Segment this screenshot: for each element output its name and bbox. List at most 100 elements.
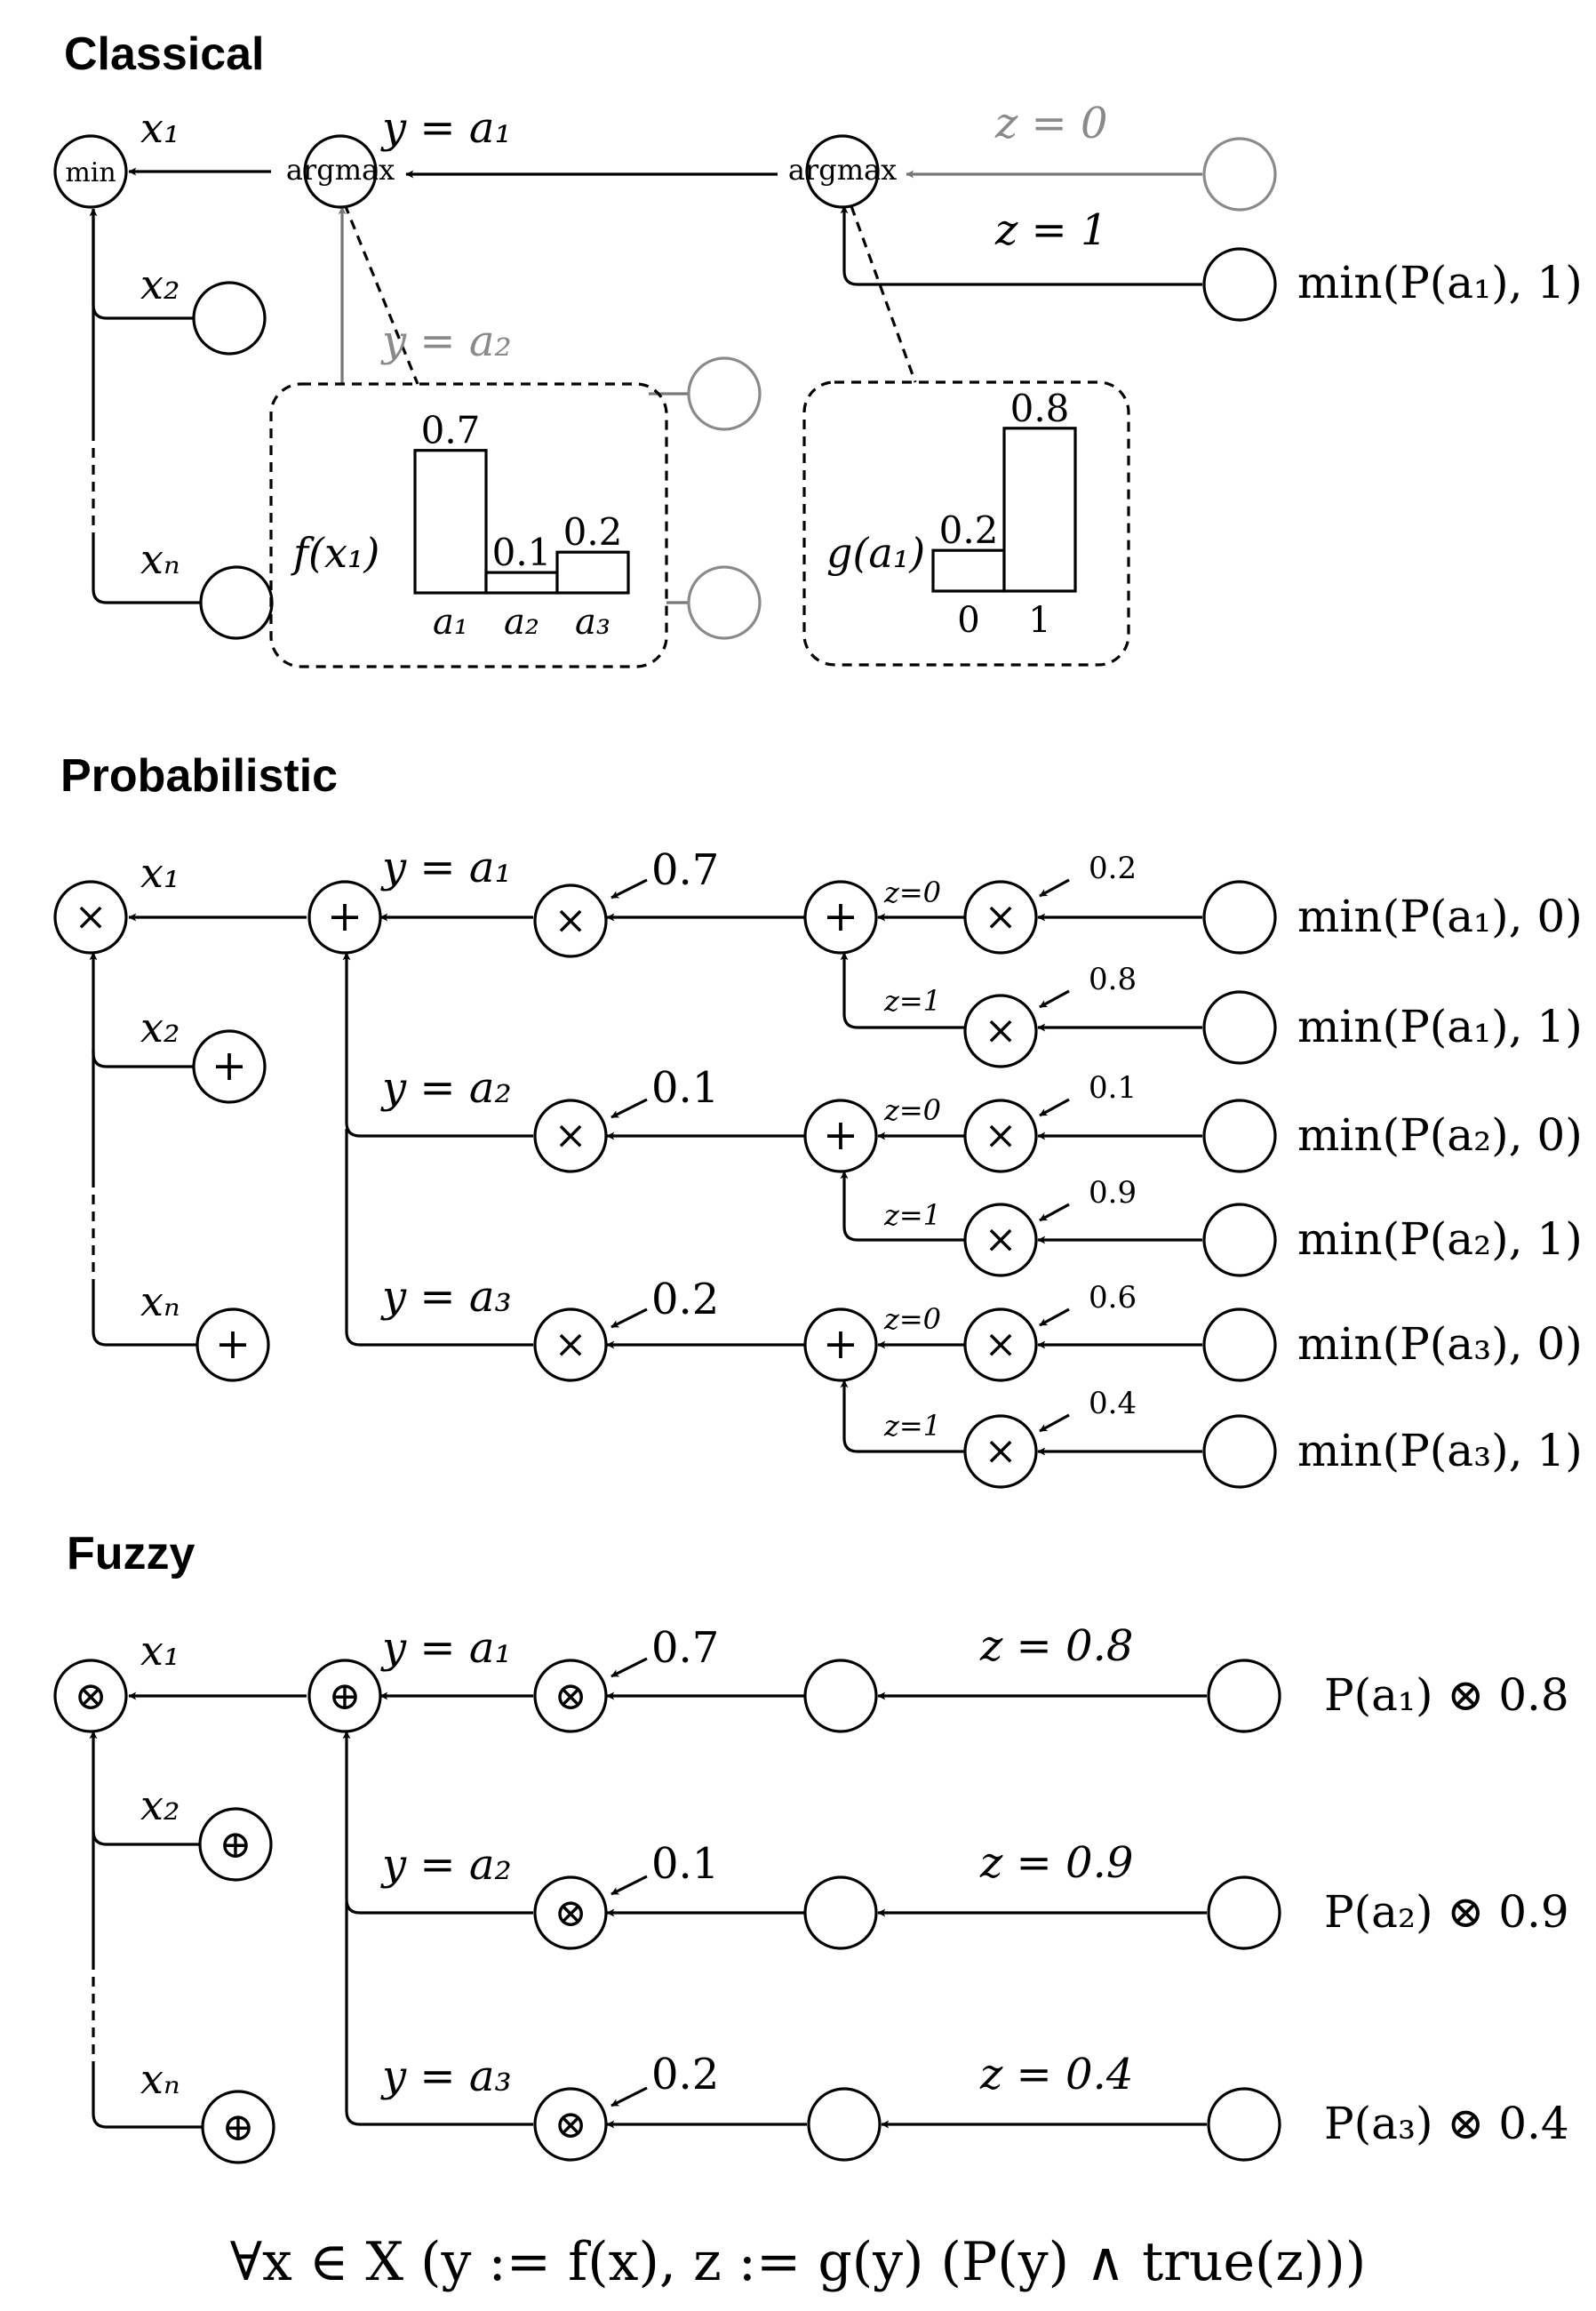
prob-zprob-4: 0.9 — [1089, 1175, 1137, 1211]
fuzzy-leaf-1 — [1207, 1659, 1281, 1733]
section-title-classical: Classical — [64, 28, 265, 80]
prob-times-a3 — [533, 1307, 608, 1382]
leaf-node-gray-z0 — [1202, 137, 1277, 212]
prob-leaf-5 — [1202, 1307, 1277, 1382]
link-g-box — [850, 205, 917, 383]
fuzzy-z-label-1: z = 0.8 — [979, 1621, 1133, 1671]
prob-output-6: min(P(a₃), 1) — [1297, 1425, 1583, 1476]
f-category-label-3: a₃ — [575, 602, 610, 643]
fuzzy-xn-oplus — [201, 2090, 275, 2164]
prob-times-a1-z0 — [963, 880, 1038, 955]
fuzzy-otimes-a3 — [533, 2087, 608, 2162]
prob-zprob-5: 0.6 — [1089, 1280, 1137, 1315]
fuzzy-weight-arrow-1 — [610, 1657, 648, 1678]
prob-times-a1-z1-symbol: × — [985, 1008, 1017, 1053]
fuzzy-leaf-3 — [1207, 2087, 1281, 2162]
prob-zlabel-5: z=0 — [883, 1302, 941, 1336]
g-bar-chart: 0.200.81 — [931, 387, 1077, 641]
prob-times-a3-z1-symbol: × — [985, 1428, 1017, 1474]
fuzzy-x2-label: x₂ — [140, 1781, 180, 1829]
fuzzy-z-node-3 — [807, 2087, 882, 2162]
prob-edge-z1b — [840, 1171, 964, 1242]
argmax-node-2 — [805, 134, 880, 209]
prob-times-a3-z0 — [963, 1307, 1038, 1382]
g-bar-value-label-1: 0.2 — [939, 508, 999, 552]
argmax-node-1-label: argmax — [286, 153, 395, 187]
leaf-node-z1 — [1202, 247, 1277, 322]
fuzzy-weight-arrow-2 — [610, 1875, 648, 1896]
fuzzy-otimes-a3-symbol: ⊗ — [555, 2102, 587, 2147]
prob-edge-t2-to-plus — [342, 952, 533, 1138]
fuzzy-otimes-a2 — [533, 1875, 608, 1950]
prob-zprob-1: 0.2 — [1089, 851, 1137, 886]
f-category-label-1: a₁ — [433, 602, 468, 643]
prob-times-a3-z1 — [963, 1414, 1038, 1489]
prob-plus-y-symbol: + — [327, 892, 363, 941]
prob-times-a2-z1 — [963, 1203, 1038, 1277]
prob-plus-z-a3 — [803, 1307, 878, 1382]
prob-output-5: min(P(a₃), 0) — [1297, 1318, 1583, 1370]
g-category-label-2: 1 — [1028, 600, 1050, 641]
prob-output-2: min(P(a₁), 1) — [1297, 1001, 1583, 1052]
prob-output-3: min(P(a₂), 0) — [1297, 1109, 1583, 1161]
prob-times-a2-z0 — [963, 1099, 1038, 1173]
prob-edge-xn — [92, 1289, 200, 1347]
prob-weight-a3: 0.2 — [651, 1275, 719, 1324]
f-bar-3 — [555, 550, 630, 595]
prob-leaf-4 — [1202, 1203, 1277, 1277]
fuzzy-z-label-2: z = 0.9 — [979, 1838, 1133, 1888]
fuzzy-otimes-root-symbol: ⊗ — [75, 1674, 108, 1719]
min-node-label: min — [65, 157, 116, 188]
prob-xn-plus — [196, 1307, 270, 1382]
classical-y2-label: y = a₂ — [380, 316, 512, 366]
f-bar-2 — [484, 571, 559, 595]
xn-node — [199, 565, 274, 640]
prob-x1-label: x₁ — [140, 849, 180, 897]
min-node — [53, 134, 128, 209]
fuzzy-x2-oplus-symbol: ⊕ — [219, 1822, 252, 1867]
edge-xn — [92, 542, 200, 604]
fuzzy-y1-label: y = a₁ — [380, 1623, 512, 1673]
prob-zlabel-2: z=1 — [883, 984, 941, 1018]
fuzzy-xn-label: xₙ — [140, 2055, 180, 2103]
prob-output-4: min(P(a₂), 1) — [1297, 1213, 1583, 1265]
g-distribution-box — [802, 380, 1130, 667]
prob-weight-a1: 0.7 — [651, 845, 719, 895]
prob-edge-z1a — [840, 952, 964, 1029]
prob-plus-z-a1-symbol: + — [823, 892, 858, 941]
prob-y3-label: y = a₃ — [380, 1272, 512, 1322]
prob-weight-a2: 0.1 — [651, 1063, 719, 1113]
f-category-label-2: a₂ — [504, 602, 539, 643]
prob-times-a1-z0-symbol: × — [985, 894, 1017, 940]
classical-x1-label: x₁ — [140, 104, 180, 152]
prob-times-a2-symbol: × — [555, 1113, 587, 1158]
prob-edge-z1c — [840, 1379, 964, 1453]
x2-node — [192, 281, 267, 356]
prob-plus-z-a3-symbol: + — [823, 1319, 858, 1369]
fuzzy-otimes-a2-symbol: ⊗ — [555, 1891, 587, 1936]
fuzzy-output-2: P(a₂) ⊗ 0.9 — [1324, 1886, 1569, 1938]
prob-zweight-arrow-4 — [1039, 1203, 1070, 1222]
fuzzy-x2-oplus — [198, 1807, 273, 1882]
f-label: f(x₁) — [291, 529, 379, 577]
prob-times-a1-symbol: × — [555, 898, 587, 943]
prob-times-root — [53, 880, 128, 955]
prob-zprob-6: 0.4 — [1089, 1386, 1137, 1421]
gray-node-2 — [687, 565, 762, 640]
prob-zlabel-3: z=0 — [883, 1093, 941, 1127]
fuzzy-weight-a3: 0.2 — [651, 2050, 719, 2099]
prob-y1-label: y = a₁ — [380, 843, 512, 892]
prob-xn-plus-symbol: + — [215, 1319, 251, 1369]
prob-zweight-arrow-3 — [1039, 1098, 1070, 1117]
prob-leaf-6 — [1202, 1414, 1277, 1489]
prob-plus-z-a1 — [803, 880, 878, 955]
fuzzy-weight-a2: 0.1 — [651, 1839, 719, 1889]
prob-zprob-2: 0.8 — [1089, 962, 1137, 997]
gray-node-1 — [687, 356, 762, 431]
prob-zlabel-4: z=1 — [883, 1198, 941, 1232]
prob-x2-label: x₂ — [140, 1004, 180, 1052]
section-title-fuzzy: Fuzzy — [67, 1528, 196, 1579]
f-bar-value-label-1: 0.7 — [421, 409, 481, 452]
prob-x2-plus — [192, 1029, 267, 1104]
